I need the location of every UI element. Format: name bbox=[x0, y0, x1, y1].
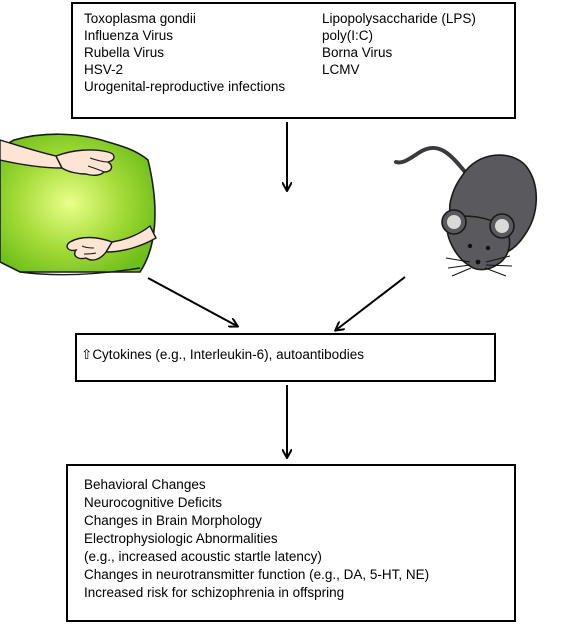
cause-item: poly(I:C) bbox=[322, 28, 374, 43]
cause-item: Borna Virus bbox=[322, 45, 393, 60]
cause-item: Urogenital-reproductive infections bbox=[84, 79, 286, 94]
up-arrow-icon: ⇧ bbox=[81, 347, 93, 362]
outcome-item: Increased risk for schizophrenia in offs… bbox=[84, 585, 345, 600]
outcome-item: Changes in neurotransmitter function (e.… bbox=[84, 567, 430, 582]
causes-box: Toxoplasma gondii Influenza Virus Rubell… bbox=[71, 2, 516, 119]
outcome-item: Changes in Brain Morphology bbox=[84, 513, 262, 528]
outcome-item: Electrophysiologic Abnormalities bbox=[84, 531, 278, 546]
cause-item: LCMV bbox=[322, 62, 360, 77]
arrow-belly-to-mediators bbox=[147, 277, 237, 326]
cause-item: Toxoplasma gondii bbox=[84, 11, 196, 26]
outcome-item: Behavioral Changes bbox=[84, 477, 206, 492]
outcome-item: (e.g., increased acoustic startle latenc… bbox=[84, 549, 322, 564]
outcome-item: Neurocognitive Deficits bbox=[84, 495, 223, 510]
mediators-box: ⇧Cytokines (e.g., Interleukin-6), autoan… bbox=[75, 333, 496, 382]
mediators-text: ⇧Cytokines (e.g., Interleukin-6), autoan… bbox=[81, 346, 364, 363]
cause-item: HSV-2 bbox=[84, 62, 124, 77]
mouse-icon bbox=[394, 145, 537, 277]
cause-item: Rubella Virus bbox=[84, 45, 165, 60]
outcomes-box: Behavioral Changes Neurocognitive Defici… bbox=[66, 464, 516, 622]
cause-item: Influenza Virus bbox=[84, 28, 174, 43]
mediators-label: Cytokines (e.g., Interleukin-6), autoant… bbox=[92, 347, 364, 362]
pregnant-belly-icon bbox=[0, 133, 157, 276]
arrow-mouse-to-mediators bbox=[336, 276, 406, 330]
cause-item: Lipopolysaccharide (LPS) bbox=[322, 11, 476, 26]
